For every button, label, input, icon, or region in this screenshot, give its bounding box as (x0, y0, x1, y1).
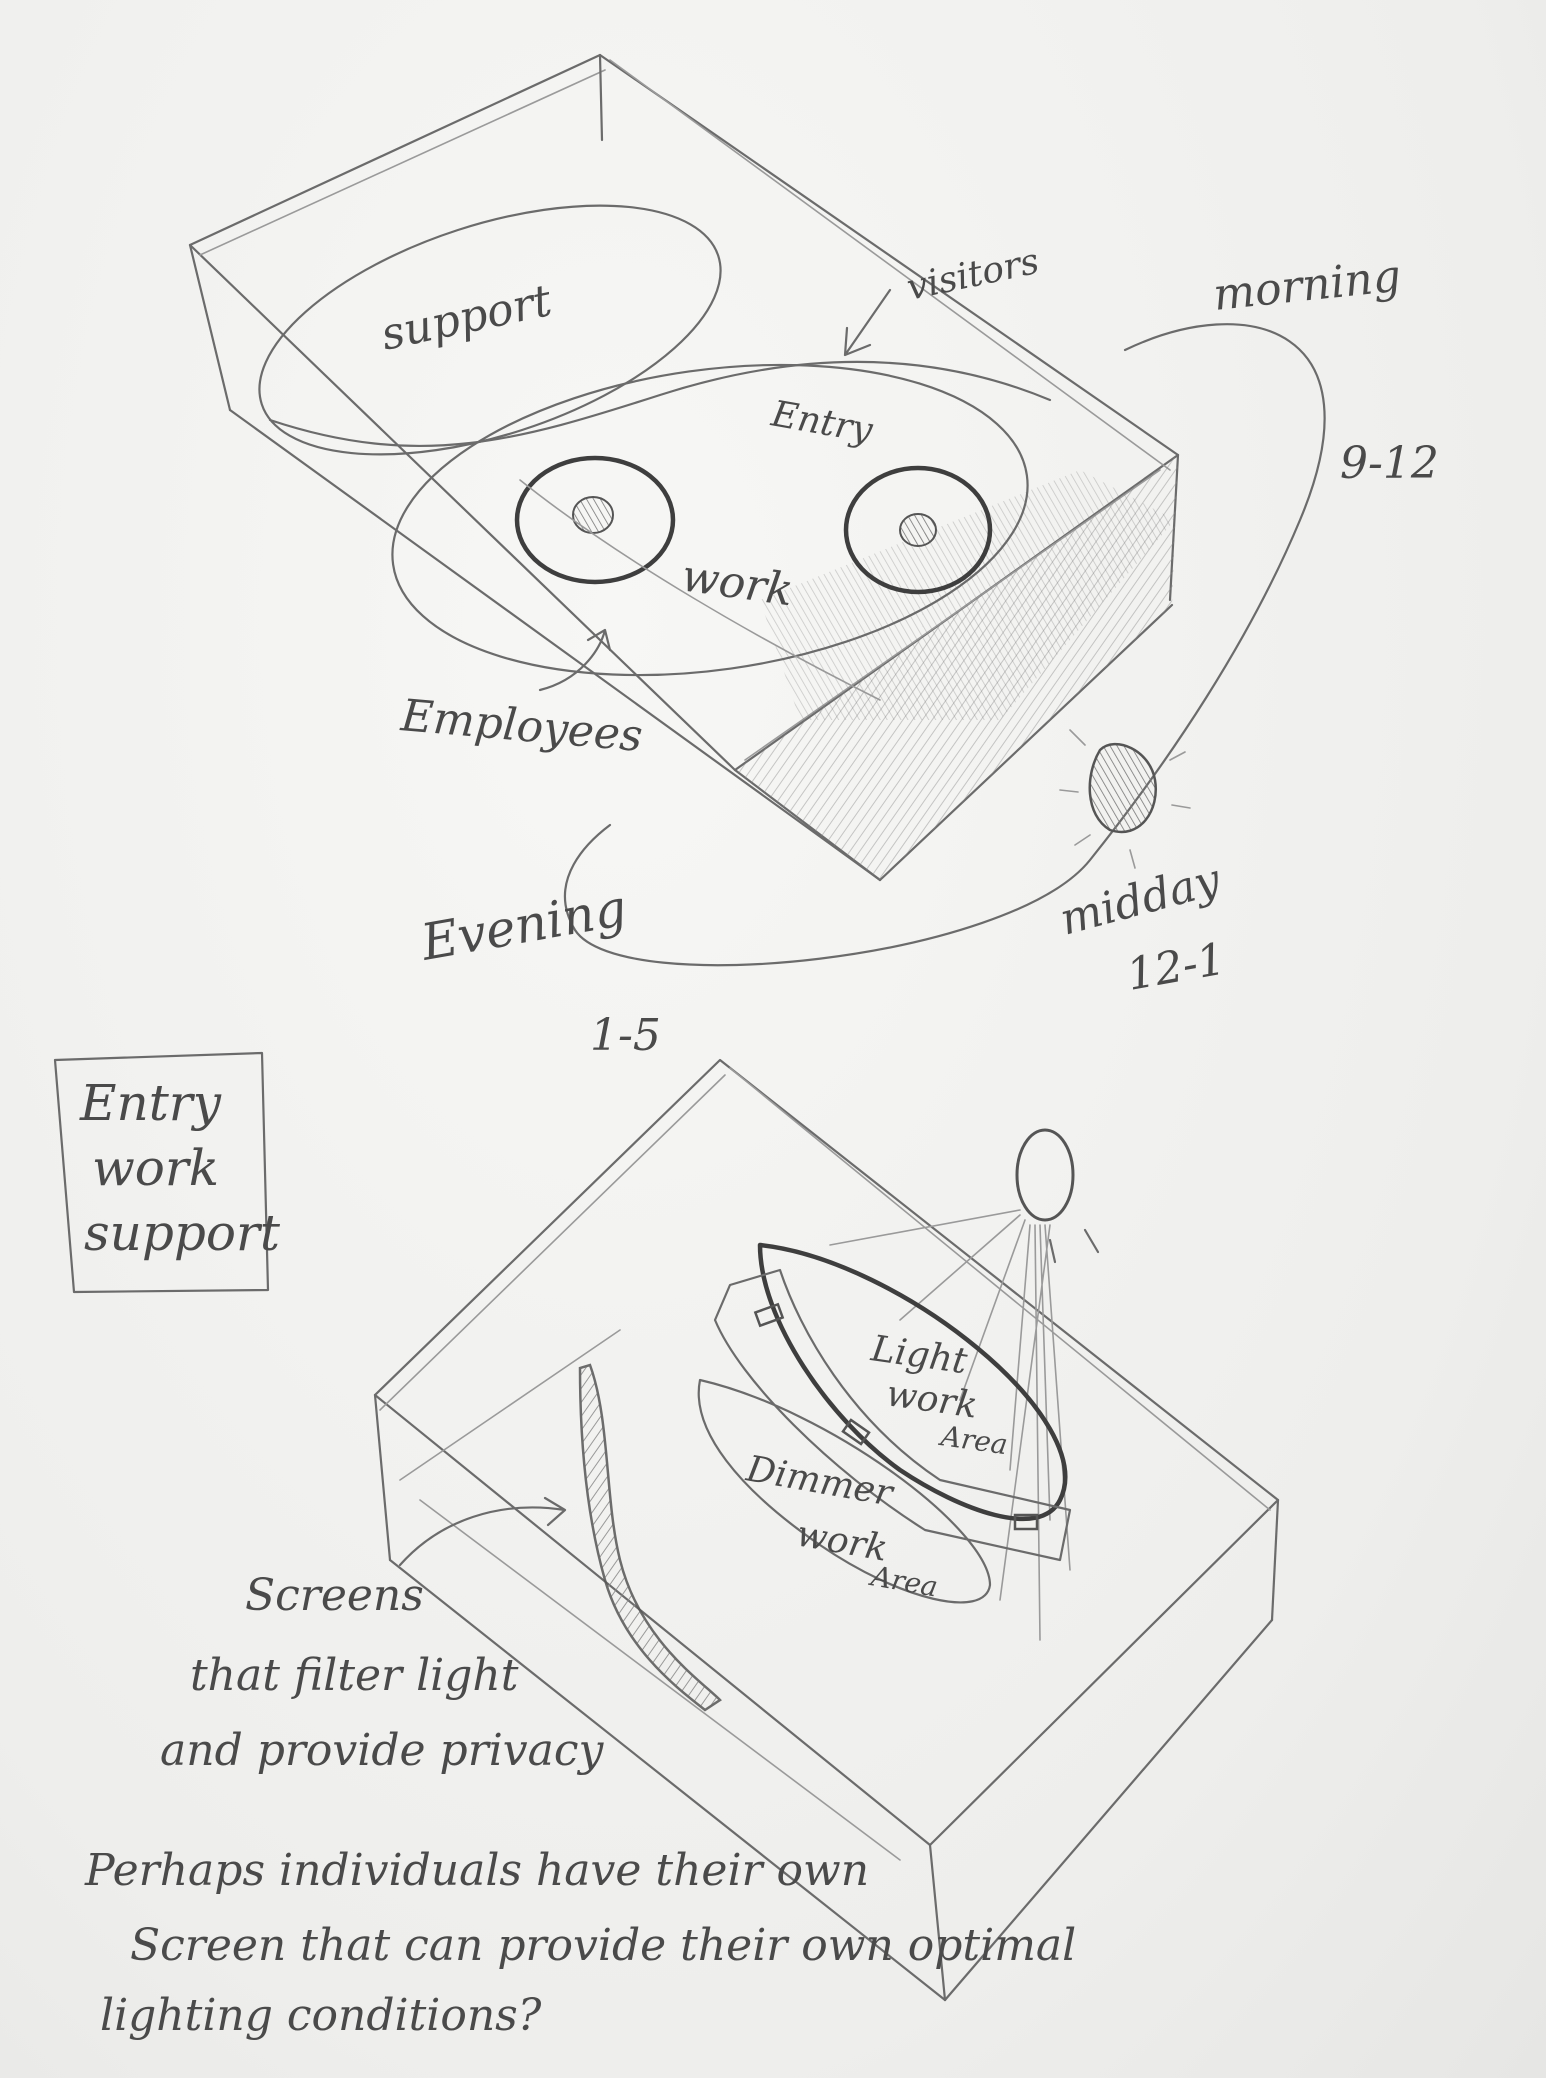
label-visitors: visitors (903, 241, 1042, 309)
bottom-box-left-edge (373, 1393, 392, 1562)
top-box-shade-inner (760, 470, 1175, 720)
bottom-box-right-edge (1270, 1498, 1280, 1622)
workstation-right (843, 465, 993, 595)
legend-line-work: work (92, 1139, 219, 1197)
workstation-left-core (572, 496, 614, 534)
bottom-box-bottom-right (943, 1618, 1274, 2002)
footnote: Perhaps individuals have their own Scree… (84, 1845, 1076, 2041)
workstation-right-core (899, 513, 937, 547)
light-ticks (1048, 1228, 1100, 1264)
dimmer-work-area (697, 1378, 992, 1604)
footnote-line-2: Screen that can provide their own optima… (130, 1920, 1076, 1971)
label-evening-time: 1-5 (590, 1010, 661, 1061)
label-midday: midday (1055, 854, 1227, 946)
caption-screens-line-3: and provide privacy (160, 1725, 605, 1776)
sun-icon (1088, 742, 1158, 834)
label-work: work (678, 550, 796, 616)
bottom-box-restroke (379, 1067, 1271, 1511)
work-zone (391, 363, 1029, 677)
label-dimmer-area: Area (866, 1559, 941, 1604)
label-light-work: work (884, 1373, 980, 1426)
visitors-arrow (843, 288, 892, 357)
bottom-box-bottom-left (388, 1558, 947, 2002)
footnote-line-3: lighting conditions? (100, 1990, 542, 2041)
caption-screens-line-2: that filter light (190, 1650, 519, 1701)
caption-screens-line-1: Screens (245, 1570, 424, 1621)
desk-seat-1 (753, 1302, 785, 1328)
desk-seat-3 (1013, 1513, 1039, 1531)
diagram-bottom: Light work Area Dimmer work Area Screens… (160, 1058, 1280, 2002)
legend-line-entry: Entry (79, 1074, 222, 1132)
diagram-top: support visitors Entry work Employees mo… (188, 53, 1439, 1061)
label-entry: Entry (767, 393, 876, 451)
top-box-left-edge (188, 243, 232, 412)
top-box-bottom-left (228, 408, 882, 882)
support-zone (258, 204, 722, 456)
bottom-box-floor (399, 1329, 901, 1861)
bottom-box-front-edge (928, 1843, 947, 2002)
light-beams (829, 1209, 1071, 1641)
label-employees: Employees (398, 690, 645, 762)
flow-curve-2 (519, 479, 881, 701)
legend-box: Entry work support (53, 1051, 281, 1294)
screens-arrow (398, 1496, 567, 1567)
desk-seat-2 (841, 1418, 871, 1446)
sun-rays (1059, 729, 1191, 869)
legend-line-support: support (84, 1204, 281, 1262)
label-light-area: Area (936, 1419, 1010, 1461)
label-light: Light (868, 1328, 970, 1382)
workstation-left (514, 455, 676, 585)
top-box-back-edge (598, 53, 604, 142)
light-work-area (757, 1242, 1068, 1522)
employees-arrow (538, 628, 612, 692)
legend-box-frame (53, 1051, 270, 1294)
desk-band (713, 1268, 1072, 1562)
label-morning-time: 9-12 (1340, 438, 1439, 489)
label-midday-time: 12-1 (1123, 933, 1229, 1000)
label-morning: morning (1211, 251, 1403, 321)
ceiling-light-icon (1015, 1128, 1075, 1222)
privacy-screen (578, 1363, 722, 1712)
footnote-line-1: Perhaps individuals have their own (84, 1845, 869, 1896)
label-support: support (377, 275, 557, 361)
flow-curve-1 (268, 360, 1052, 448)
label-evening: Evening (416, 879, 631, 972)
